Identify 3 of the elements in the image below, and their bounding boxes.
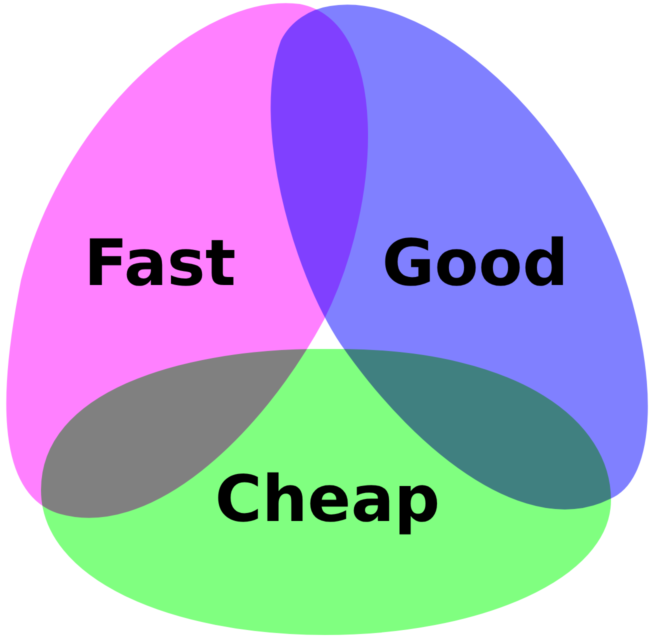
region-label: Good — [382, 232, 568, 296]
region-label: Cheap — [215, 468, 440, 532]
region-label: Fast — [84, 232, 236, 296]
